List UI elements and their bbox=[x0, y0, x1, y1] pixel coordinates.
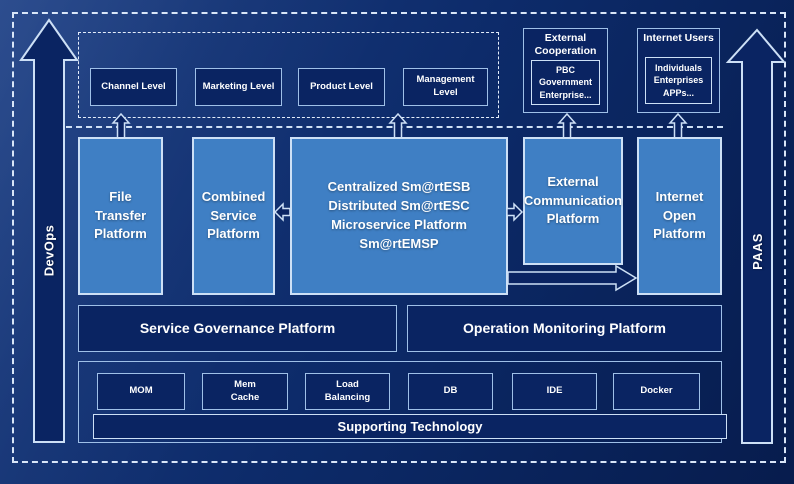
up-connector-arrow-icon bbox=[557, 112, 577, 139]
internet-open-platform-box: Internet Open Platform bbox=[637, 137, 722, 295]
tech-box-mom: MOM bbox=[97, 373, 185, 410]
service-governance-platform-box: Service Governance Platform bbox=[78, 305, 397, 352]
marketing-level-box: Marketing Level bbox=[195, 68, 282, 106]
right-flow-arrow-icon bbox=[506, 202, 524, 222]
management-level-box: Management Level bbox=[403, 68, 488, 106]
tech-box-mem-cache: Mem Cache bbox=[202, 373, 288, 410]
internet-users-title: Internet Users bbox=[643, 32, 714, 44]
supporting-technology-group bbox=[78, 361, 722, 443]
up-connector-arrow-icon bbox=[111, 112, 131, 139]
long-flow-arrow-icon bbox=[507, 264, 638, 292]
tech-box-db: DB bbox=[408, 373, 493, 410]
devops-label: DevOps bbox=[41, 224, 57, 276]
up-connector-arrow-icon bbox=[668, 112, 688, 139]
outer-dashed-border bbox=[12, 12, 786, 463]
left-flow-arrow-icon bbox=[273, 202, 291, 222]
up-connector-arrow-icon bbox=[388, 112, 408, 139]
paas-label: PAAS bbox=[749, 232, 765, 270]
business-levels-group bbox=[78, 32, 499, 118]
paas-rail: PAAS bbox=[742, 62, 772, 440]
esb-platform-box: Centralized Sm@rtESB Distributed Sm@rtES… bbox=[290, 137, 508, 295]
internet-users-group: Internet Users Individuals Enterprises A… bbox=[637, 28, 720, 113]
external-cooperation-members-box: PBC Government Enterprise... bbox=[531, 60, 600, 105]
operation-monitoring-platform-box: Operation Monitoring Platform bbox=[407, 305, 722, 352]
external-cooperation-title: External Cooperation bbox=[534, 32, 597, 58]
tech-box-load-balancing: Load Balancing bbox=[305, 373, 390, 410]
product-level-box: Product Level bbox=[298, 68, 385, 106]
file-transfer-platform-box: File Transfer Platform bbox=[78, 137, 163, 295]
channel-level-box: Channel Level bbox=[90, 68, 177, 106]
internet-users-members-box: Individuals Enterprises APPs... bbox=[645, 57, 712, 104]
supporting-technology-bar: Supporting Technology bbox=[93, 414, 727, 439]
external-cooperation-group: External Cooperation PBC Government Ente… bbox=[523, 28, 608, 113]
external-communication-platform-box: External Communication Platform bbox=[523, 137, 623, 265]
tech-box-ide: IDE bbox=[512, 373, 597, 410]
paas-up-arrow-icon bbox=[725, 28, 787, 444]
tech-box-docker: Docker bbox=[613, 373, 700, 410]
combined-service-platform-box: Combined Service Platform bbox=[192, 137, 275, 295]
devops-rail: DevOps bbox=[34, 60, 64, 440]
devops-up-arrow-icon bbox=[19, 18, 79, 443]
